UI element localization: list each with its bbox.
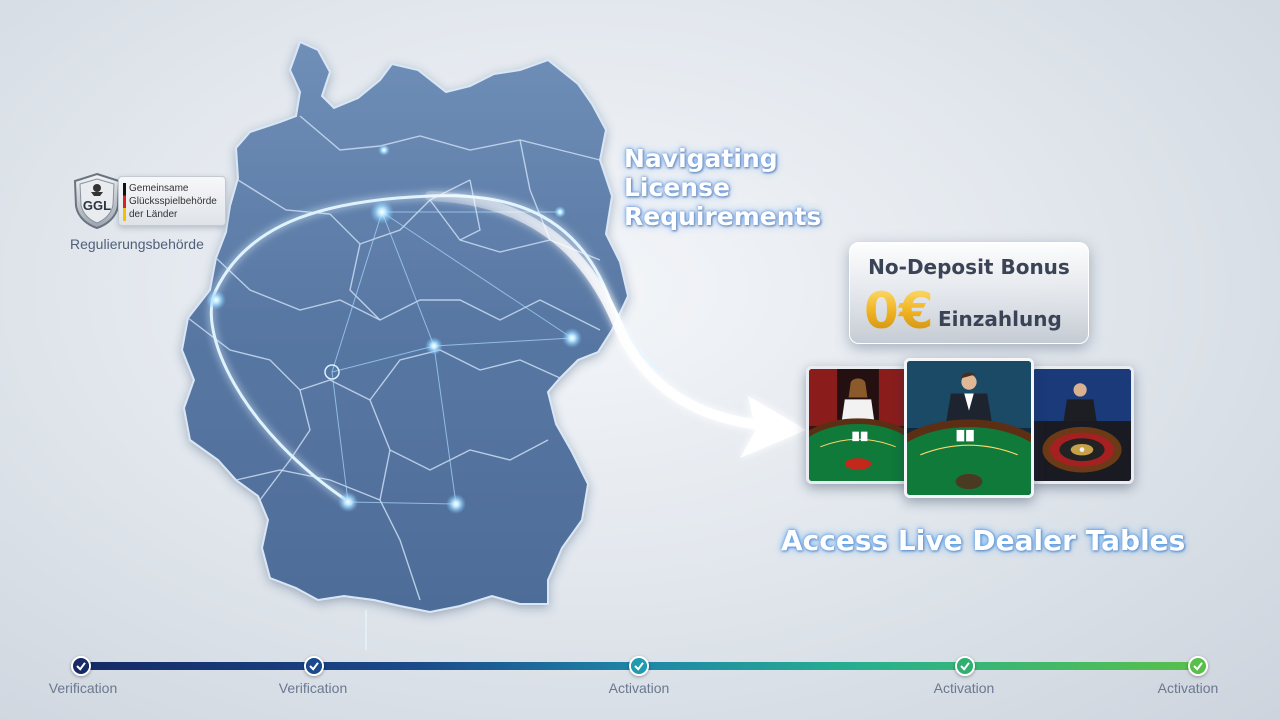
headline-line: Requirements xyxy=(624,202,822,231)
blackjack-table-image xyxy=(809,369,907,481)
regulator-name-line: Gemeinsame xyxy=(129,183,189,194)
step-label: Verification xyxy=(48,680,118,696)
step-4-check-icon[interactable] xyxy=(955,656,975,676)
blackjack-table-male-dealer[interactable] xyxy=(904,358,1034,498)
shield-icon: GGL xyxy=(73,172,121,230)
step-fill xyxy=(73,658,89,674)
step-2-check-icon[interactable] xyxy=(304,656,324,676)
regulator-caption: Regulierungsbehörde xyxy=(70,236,204,252)
svg-text:GGL: GGL xyxy=(83,198,111,213)
headline-line: Navigating xyxy=(624,144,778,173)
step-5-check-icon[interactable] xyxy=(1188,656,1208,676)
access-tables-caption: Access Live Dealer Tables xyxy=(781,524,1186,557)
headline: Navigating License Requirements xyxy=(624,144,821,231)
step-label: Activation xyxy=(608,680,670,696)
network-nodes xyxy=(206,144,582,514)
step-label: Verification xyxy=(278,680,348,696)
step-label: Activation xyxy=(1157,680,1219,696)
step-fill xyxy=(1190,658,1206,674)
german-flag-bar xyxy=(123,183,126,221)
blackjack-table-female-dealer[interactable] xyxy=(806,366,910,484)
bonus-amount: 0€ xyxy=(864,282,934,340)
step-label: Activation xyxy=(933,680,995,696)
step-fill xyxy=(631,658,647,674)
regulator-name-line: Glücksspielbehörde xyxy=(129,196,217,207)
regulator-name-line: der Länder xyxy=(129,209,178,220)
roulette-table-male-dealer[interactable] xyxy=(1030,366,1134,484)
step-3-check-icon[interactable] xyxy=(629,656,649,676)
bonus-title: No-Deposit Bonus xyxy=(868,255,1070,279)
regulator-name-panel: Gemeinsame Glücksspielbehörde der Länder xyxy=(118,176,226,226)
blackjack-table-image xyxy=(907,361,1031,495)
roulette-table-image xyxy=(1033,369,1131,481)
step-1-check-icon[interactable] xyxy=(71,656,91,676)
bonus-subtitle: Einzahlung xyxy=(938,307,1062,331)
arrow-to-tables xyxy=(425,191,806,458)
step-fill xyxy=(306,658,322,674)
germany-outline xyxy=(180,40,630,614)
headline-line: License xyxy=(624,173,730,202)
bonus-card[interactable]: No-Deposit Bonus 0€ Einzahlung xyxy=(849,242,1089,344)
step-fill xyxy=(957,658,973,674)
ggl-badge: GGL Gemeinsame Glücksspielbehörde der Lä… xyxy=(70,172,228,232)
